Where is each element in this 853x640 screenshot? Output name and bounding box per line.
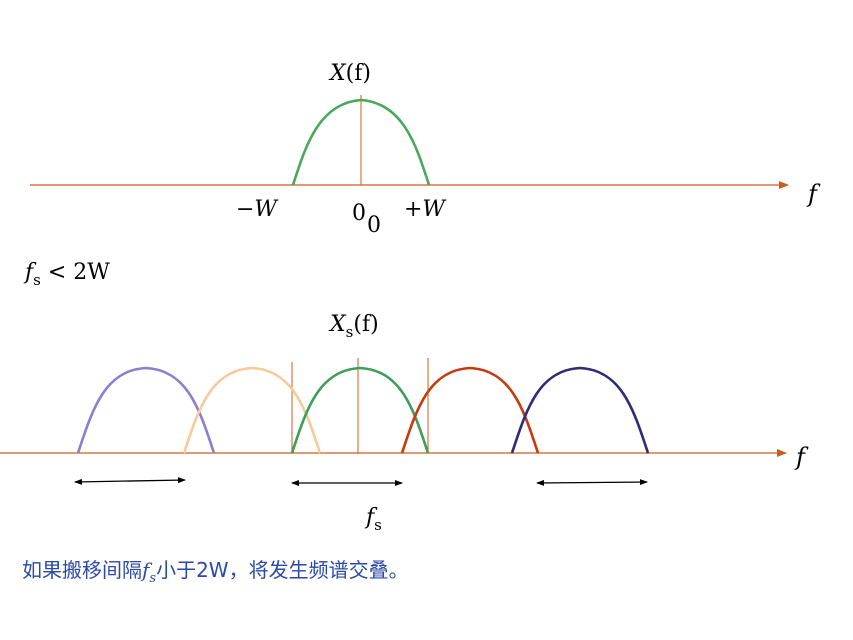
spacing-label: fs [364, 505, 382, 534]
overlap-caption: 如果搬移间隔fs小于2W，将发生频谱交叠。 [22, 554, 409, 586]
spectrum-copy-peach [182, 366, 322, 454]
sampling-condition-label: fs < 2W [23, 260, 110, 289]
top-axis-label: f [806, 180, 821, 208]
top-spectrum-plot: X(f) f −W 0 0 +W [30, 61, 821, 238]
bottom-spectrum-plot: Xs(f) f fs [0, 312, 809, 534]
top-plot-title: X(f) [328, 61, 371, 86]
bottom-plot-title: Xs(f) [328, 312, 379, 341]
caption-prefix: 如果搬移间隔 [22, 558, 142, 582]
caption-symbol: fs [142, 558, 157, 586]
spectrum-copy-navy [510, 366, 650, 454]
caption-suffix: 小于2W，将发生频谱交叠。 [156, 558, 409, 582]
spacing-arrow-left [74, 477, 186, 485]
tick-label-zero: 0 [352, 201, 366, 226]
spectrum-copy-purple [76, 366, 216, 454]
tick-label-pos-w: +W [404, 197, 447, 222]
baseband-spectrum-curve [291, 98, 431, 186]
spacing-arrow-right [536, 479, 648, 486]
bottom-axis-label: f [794, 443, 809, 471]
tick-label-neg-w: −W [236, 197, 279, 222]
tick-label-zero-subscript: 0 [367, 213, 381, 238]
